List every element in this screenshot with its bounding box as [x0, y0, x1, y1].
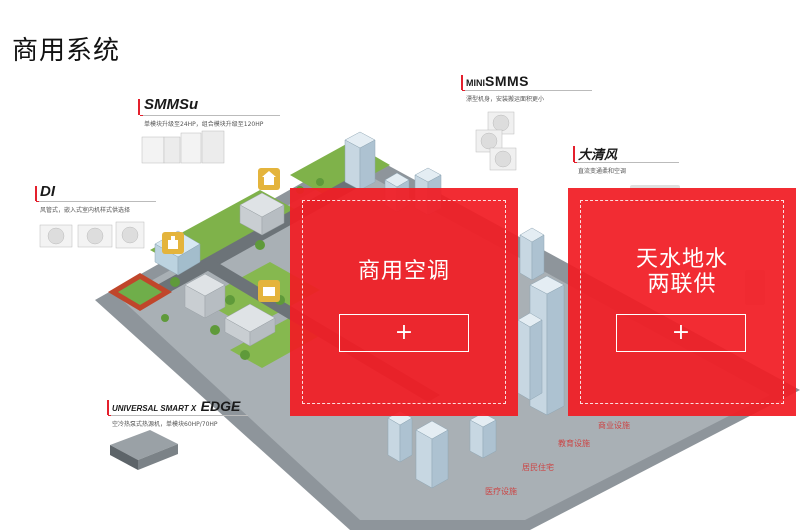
tower — [415, 420, 449, 489]
daqingfeng-red-bar — [573, 146, 575, 162]
mini-smms-desc: 漂型机身，安装搬运面积更小 — [466, 96, 545, 103]
mini-smms-underline — [462, 90, 592, 91]
daqingfeng-desc: 直流变通柔和空调 — [578, 168, 627, 175]
di-label: DI — [40, 183, 55, 200]
smmsu-label: SMMSu — [144, 96, 199, 113]
water-source-panel[interactable]: 天水地水 两联供 + — [568, 188, 796, 416]
building — [184, 273, 226, 319]
water-source-panel-border — [580, 200, 784, 404]
water-source-title-line1: 天水地水 — [635, 247, 728, 272]
di-red-bar — [35, 186, 37, 201]
mini-smms-main: SMMS — [485, 73, 529, 89]
smmsu-red-bar — [138, 99, 140, 115]
scene-label-residential: 居民住宅 — [522, 463, 554, 472]
mini-smms-label: MINISMMS — [466, 73, 529, 91]
page-title: 商用系统 — [12, 36, 121, 66]
building — [239, 192, 285, 236]
tower — [519, 227, 545, 281]
mini-smms-red-bar — [461, 75, 463, 90]
edge-main: EDGE — [200, 398, 241, 414]
edge-prefix: UNIVERSAL SMART X — [112, 404, 197, 413]
commercial-ac-panel[interactable]: 商用空调 + — [290, 188, 518, 416]
daqingfeng-underline — [574, 162, 679, 163]
edge-red-bar — [107, 400, 109, 415]
scene-label-education: 教育设施 — [558, 439, 590, 448]
scene-label-medical: 医疗设施 — [485, 487, 517, 496]
edge-units — [110, 430, 178, 470]
school-marker-icon — [258, 168, 280, 190]
tower — [387, 410, 413, 463]
shop-marker-icon — [258, 280, 280, 302]
mini-smms-units — [475, 111, 517, 171]
di-desc: 风管式，嵌入式室内机样式供选择 — [40, 207, 131, 214]
edge-label: UNIVERSAL SMART X EDGE — [112, 398, 240, 416]
tower — [469, 412, 497, 459]
di-units — [39, 221, 145, 249]
commercial-ac-title: 商用空调 — [357, 259, 450, 284]
commercial-ac-plus-button[interactable]: + — [339, 314, 469, 352]
di-underline — [36, 201, 156, 202]
scene-label-commercial: 商业设施 — [598, 421, 630, 430]
smmsu-underline — [140, 115, 280, 116]
commercial-ac-panel-border — [302, 200, 506, 404]
smmsu-desc: 单模块升级至24HP，组合模块升级至120HP — [144, 121, 264, 128]
smmsu-units — [141, 130, 225, 164]
edge-desc: 空冷热泵式热源机，单模块60HP/70HP — [112, 421, 218, 428]
daqingfeng-label: 大清风 — [578, 147, 618, 162]
hospital-marker-icon — [162, 232, 184, 254]
tower — [517, 312, 543, 401]
water-source-title-line2: 两联供 — [647, 272, 717, 297]
tower — [344, 131, 376, 191]
edge-underline — [108, 415, 248, 416]
building — [224, 303, 276, 347]
mini-smms-prefix: MINI — [466, 78, 485, 88]
water-source-plus-button[interactable]: + — [616, 314, 746, 352]
